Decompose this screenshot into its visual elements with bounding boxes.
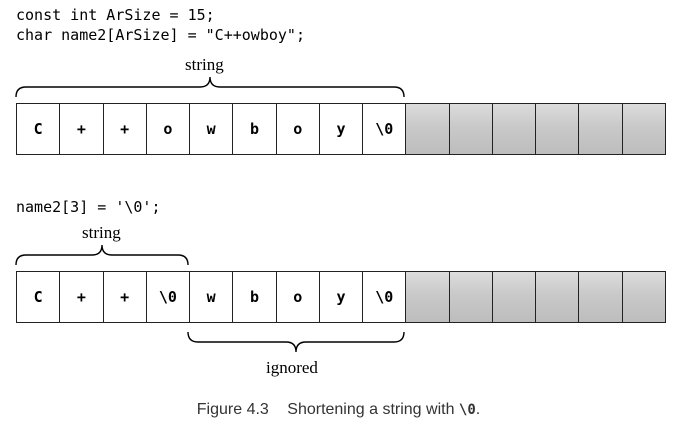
array-cell: y [319,272,364,322]
array-cell: C [17,272,61,322]
array-cell: + [103,272,147,322]
caption-end: . [475,401,481,418]
label-string-top: string [185,55,224,74]
array-cell: C [17,104,61,154]
array-cell-empty [492,272,537,322]
array-cell: + [60,104,104,154]
array-cell-empty [536,104,580,154]
array-cell: o [146,104,191,154]
array-cell-empty [622,272,665,322]
array-cell-empty [449,272,493,322]
array-cell: + [60,272,104,322]
array-cell-empty [406,272,450,322]
array-cell: b [233,272,277,322]
array-cell: + [103,104,147,154]
array-cell: y [319,104,364,154]
code-block-assignment: name2[3] = '\0'; [16,197,161,217]
brace-ignored [187,331,405,353]
array-cell-empty [579,272,623,322]
array-cell-empty [449,104,493,154]
code-block-declaration: const int ArSize = 15; char name2[ArSize… [16,5,305,45]
label-string-bottom: string [82,223,121,242]
label-ignored: ignored [266,358,318,377]
caption-code: \0 [458,402,476,418]
array-cell: w [190,104,234,154]
code-line-assign: name2[3] = '\0'; [16,198,161,216]
array-cell-empty [492,104,537,154]
brace-string-bottom [15,244,189,266]
array-cell: \0 [146,272,191,322]
caption-number: Figure 4.3 [196,401,269,418]
code-line-arsize: const int ArSize = 15; [16,6,215,24]
array-cell-empty [622,104,665,154]
array-cell: \0 [363,104,407,154]
brace-string-top [15,76,405,98]
array-cell-empty [579,104,623,154]
code-line-name2: char name2[ArSize] = "C++owboy"; [16,26,305,44]
caption-text: Shortening a string with [287,401,455,418]
array-cell: w [190,272,234,322]
array-cell-empty [406,104,450,154]
array-cell: b [233,104,277,154]
array-cell: \0 [363,272,407,322]
array-cell: o [276,104,320,154]
array-cell-empty [536,272,580,322]
figure-caption: Figure 4.3 Shortening a string with \0. [0,401,677,419]
array-cell: o [276,272,320,322]
